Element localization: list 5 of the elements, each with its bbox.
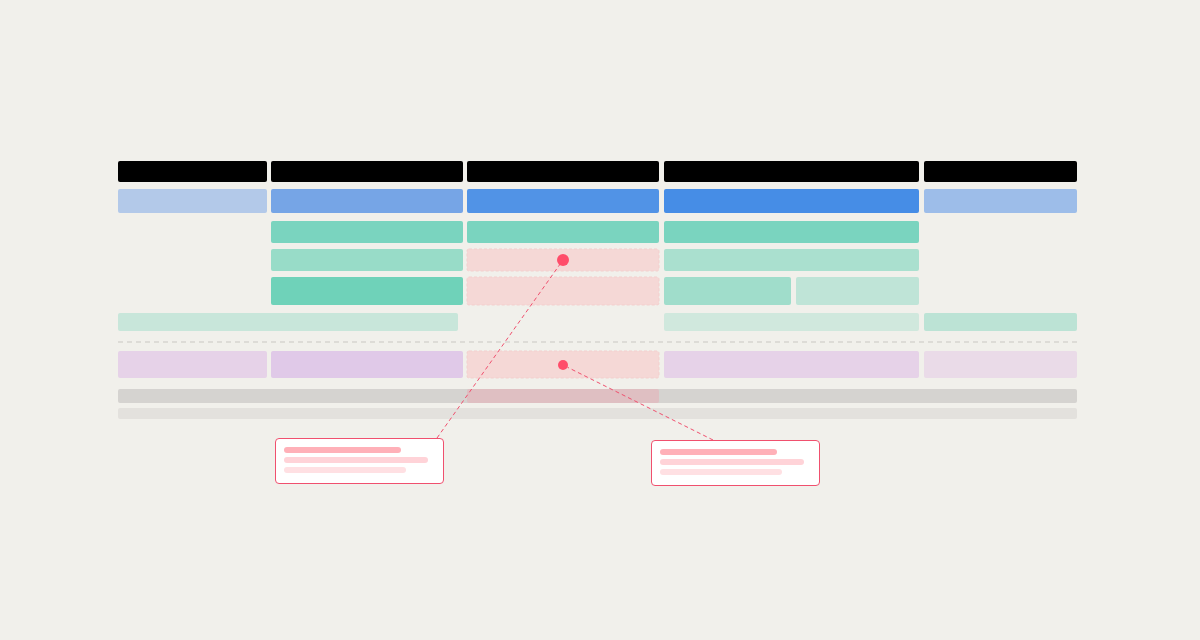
leader-line [436,264,561,439]
callout-card [651,440,820,486]
marker-dot [558,360,568,370]
leader-line [566,366,714,441]
callout-card [275,438,444,484]
